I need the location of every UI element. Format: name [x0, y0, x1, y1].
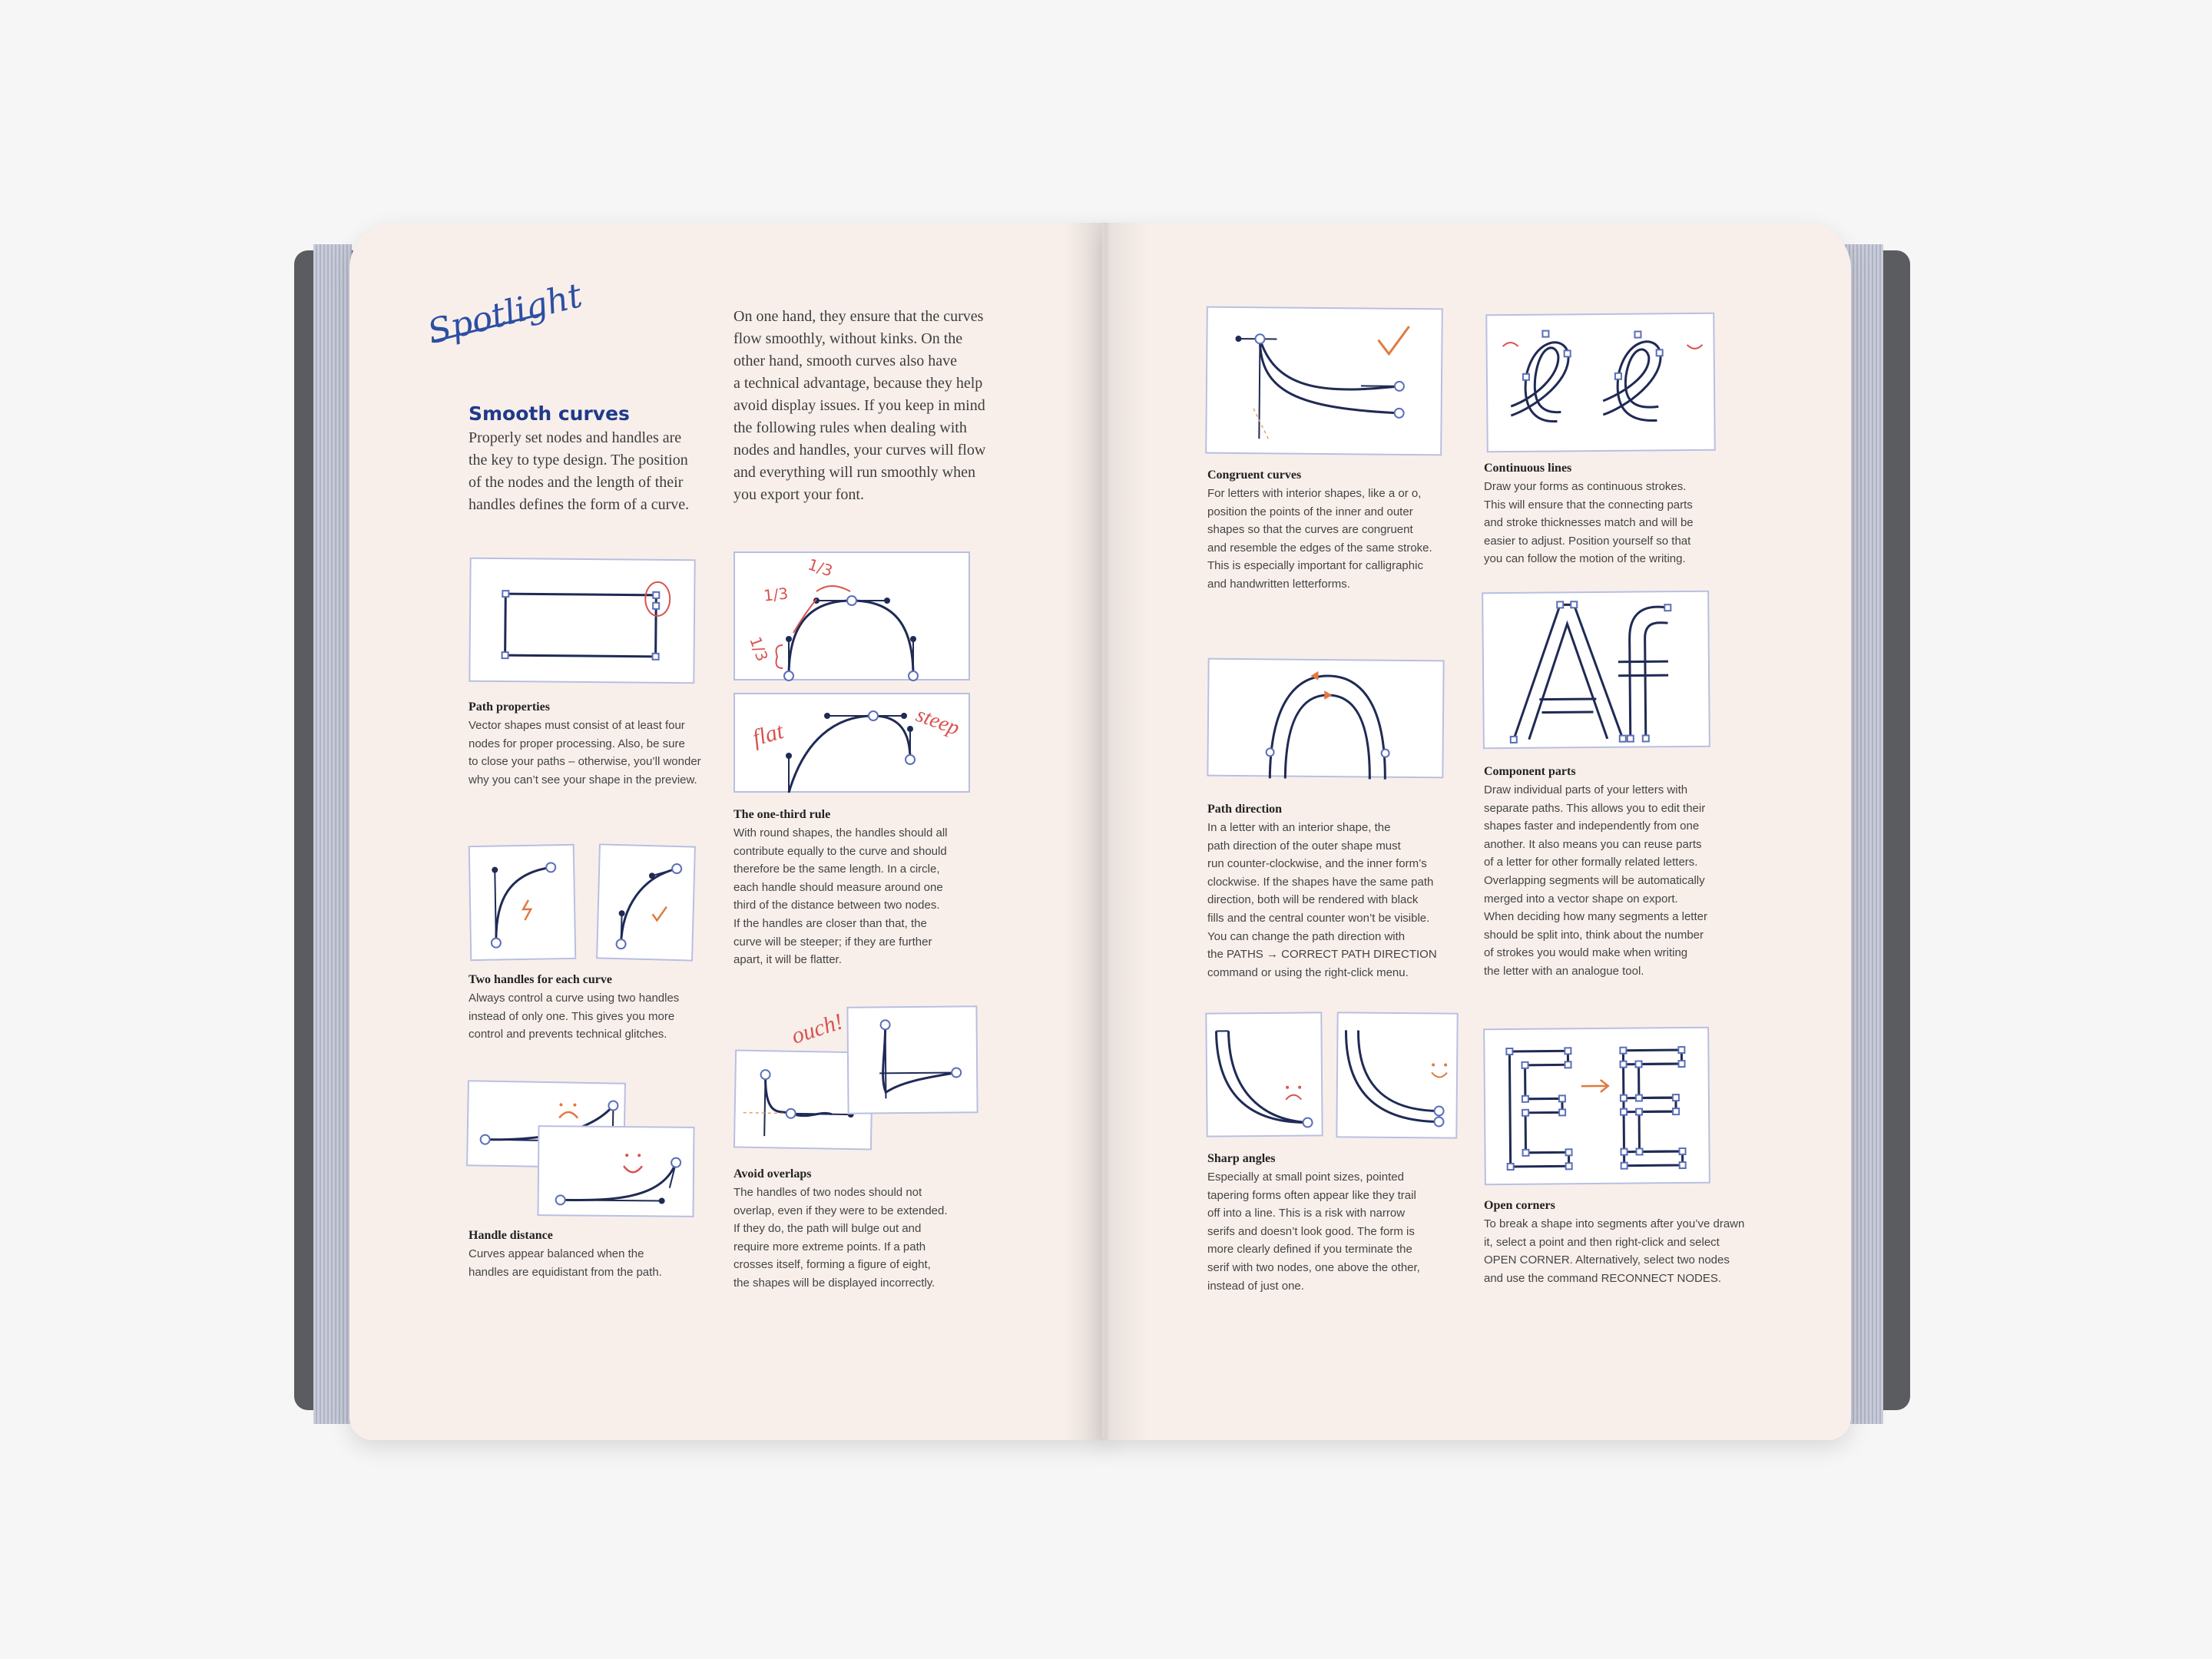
section-body-continuous-lines: Draw your forms as continuous strokes. T…: [1484, 480, 1694, 566]
illustration-sharp-angle-two-nodes: [1336, 1012, 1459, 1139]
book-gutter: [1064, 223, 1148, 1440]
illustration-open-corners: [1483, 1026, 1710, 1186]
section-title-path-direction: Path direction: [1207, 803, 1283, 816]
section-title-open-corners: Open corners: [1484, 1199, 1555, 1212]
page-title: Smooth curves: [469, 402, 630, 425]
section-title-avoid-overlaps: Avoid overlaps: [733, 1167, 812, 1181]
illustration-one-handle: [468, 843, 577, 962]
flat-steep-curve-diagram: [786, 710, 916, 793]
illustration-path-direction: [1207, 657, 1445, 780]
section-title-handle-distance: Handle distance: [469, 1229, 553, 1242]
continuous-e-diagram: [1502, 329, 1704, 423]
rectangle-path-diagram: [501, 581, 671, 661]
section-body-path-properties: Vector shapes must consist of at least f…: [469, 719, 701, 786]
double-handle-curve: [615, 863, 683, 950]
section-body-component-parts: Draw individual parts of your letters wi…: [1484, 783, 1707, 978]
intro-left: Properly set nodes and handles are the k…: [469, 429, 690, 513]
annotation-one-third-2: 1/3: [762, 584, 790, 605]
illustration-congruent-curves: [1205, 306, 1443, 456]
page-edges-left: [313, 244, 352, 1424]
section-title-sharp-angles: Sharp angles: [1207, 1152, 1276, 1165]
section-body-open-corners: To break a shape into segments after you…: [1484, 1217, 1745, 1285]
illustration-component-parts: [1482, 590, 1710, 750]
section-body-one-third-rule: With round shapes, the handles should al…: [733, 826, 948, 967]
section-body-path-direction: In a letter with an interior shape, the …: [1207, 821, 1437, 979]
left-page: [349, 223, 1110, 1440]
section-title-congruent-curves: Congruent curves: [1207, 469, 1302, 482]
illustration-flat-steep: [733, 693, 970, 793]
section-body-handle-distance: Curves appear balanced when the handles …: [469, 1247, 662, 1279]
component-af-diagram: [1509, 601, 1672, 743]
section-title-one-third-rule: The one-third rule: [733, 808, 831, 821]
section-title-path-properties: Path properties: [469, 700, 550, 714]
section-body-congruent-curves: For letters with interior shapes, like a…: [1207, 487, 1432, 591]
overlap-curve-b: [879, 1019, 962, 1099]
section-title-two-handles: Two handles for each curve: [469, 973, 612, 986]
section-title-continuous-lines: Continuous lines: [1484, 462, 1572, 475]
illustration-overlap-b: [846, 1005, 979, 1114]
sharp-angle-single-node: [1215, 1030, 1313, 1128]
congruent-curves-diagram: [1235, 326, 1410, 439]
handle-distance-curve-b: [555, 1154, 682, 1206]
one-third-arc-diagram: [775, 585, 919, 681]
section-title-component-parts: Component parts: [1484, 765, 1576, 778]
section-body-avoid-overlaps: The handles of two nodes should not over…: [733, 1186, 948, 1290]
illustration-one-third-rule: [733, 551, 970, 681]
intro-right: On one hand, they ensure that the curves…: [733, 308, 986, 503]
section-body-two-handles: Always control a curve using two handles…: [469, 992, 680, 1041]
page-edges-right: [1845, 244, 1883, 1424]
section-body-sharp-angles: Especially at small point sizes, pointed…: [1207, 1171, 1420, 1293]
illustration-continuous-lines: [1485, 312, 1716, 453]
path-direction-o-diagram: [1265, 671, 1390, 780]
illustration-two-handles: [596, 843, 696, 962]
sharp-angle-two-nodes: [1345, 1030, 1448, 1128]
illustration-handle-distance-b: [537, 1125, 695, 1217]
illustration-overlap-a: [733, 1049, 874, 1151]
illustration-path-properties: [469, 557, 696, 684]
open-corners-e-diagram: [1505, 1045, 1687, 1171]
single-handle-curve: [490, 862, 557, 949]
illustration-sharp-angle-one-node: [1205, 1012, 1323, 1137]
overlap-curve-a: [743, 1069, 854, 1137]
